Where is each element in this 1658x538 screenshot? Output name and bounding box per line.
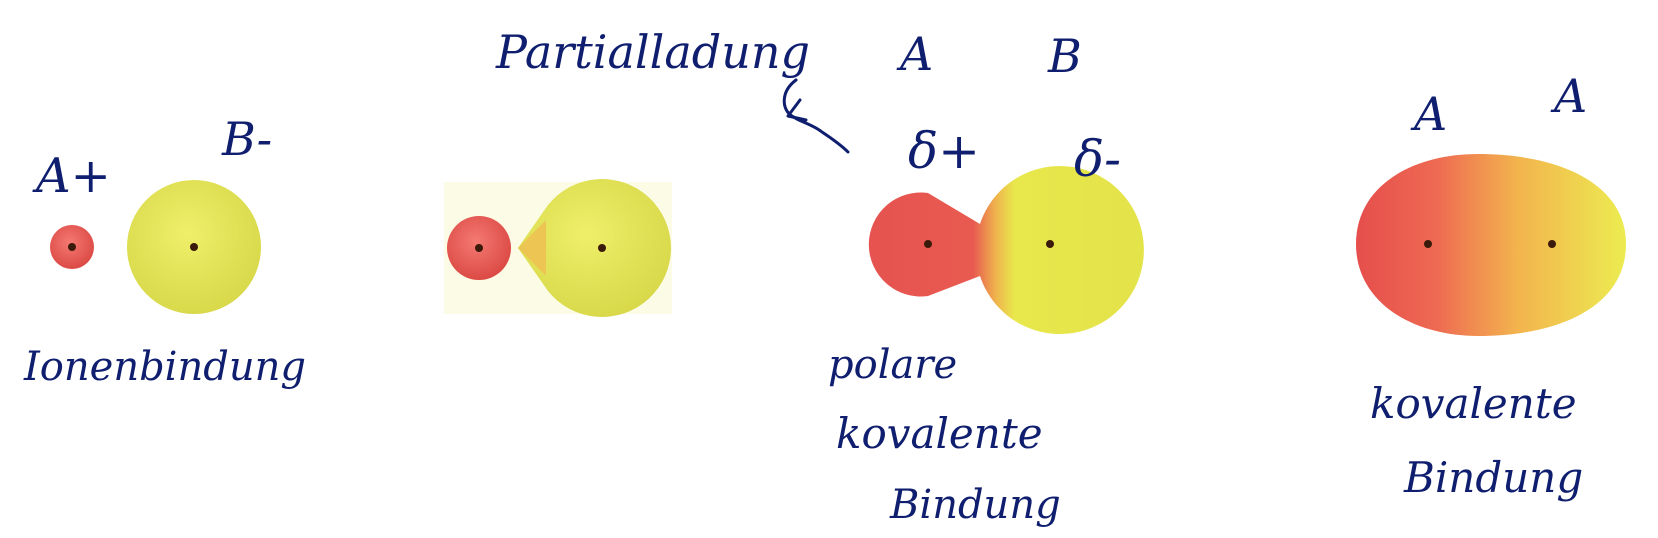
annotation-arrow-head — [786, 98, 808, 122]
polar-atom-b-label: B — [1047, 29, 1082, 83]
cation-label: A+ — [32, 148, 111, 204]
cation-nucleus — [68, 243, 76, 251]
delta-plus-label: δ+ — [908, 122, 980, 180]
polar-caption-line2: kovalente — [836, 409, 1043, 458]
covalent-group: A A kovalente Bindung — [1356, 69, 1626, 502]
covalent-atom-1-nucleus — [1424, 240, 1432, 248]
anion-label: B- — [221, 112, 272, 166]
polar-atom-a-nucleus — [924, 240, 932, 248]
polar-covalent-group: A B δ+ δ- polare kovalente Bindung — [828, 27, 1144, 528]
delta-minus-label: δ- — [1074, 130, 1121, 188]
polar-molecule-shape — [868, 166, 1144, 334]
ionic-bond-group: A+ B- Ionenbindung — [23, 112, 306, 390]
intermediate-group: Partialladung — [444, 25, 850, 317]
polar-atom-b-nucleus — [1046, 240, 1054, 248]
covalent-atom-1-label: A — [1410, 87, 1447, 141]
partial-charge-annotation: Partialladung — [495, 25, 810, 79]
covalent-molecule-shape — [1356, 154, 1626, 336]
covalent-atom-2-nucleus — [1548, 240, 1556, 248]
polarised-anion-tip — [518, 220, 546, 276]
polar-caption-line3: Bindung — [889, 482, 1061, 528]
covalent-atom-2-label: A — [1550, 69, 1587, 123]
polarised-cation-nucleus — [475, 244, 483, 252]
covalent-caption-line1: kovalente — [1370, 379, 1577, 428]
covalent-caption-line2: Bindung — [1403, 453, 1583, 502]
polarised-anion-nucleus — [598, 244, 606, 252]
polar-caption-line1: polare — [828, 342, 957, 388]
polar-atom-a-label: A — [896, 27, 933, 81]
anion-nucleus — [190, 243, 198, 251]
polarised-anion-shape — [518, 178, 671, 317]
ionic-caption: Ionenbindung — [23, 344, 306, 390]
annotation-arrow — [782, 78, 850, 154]
